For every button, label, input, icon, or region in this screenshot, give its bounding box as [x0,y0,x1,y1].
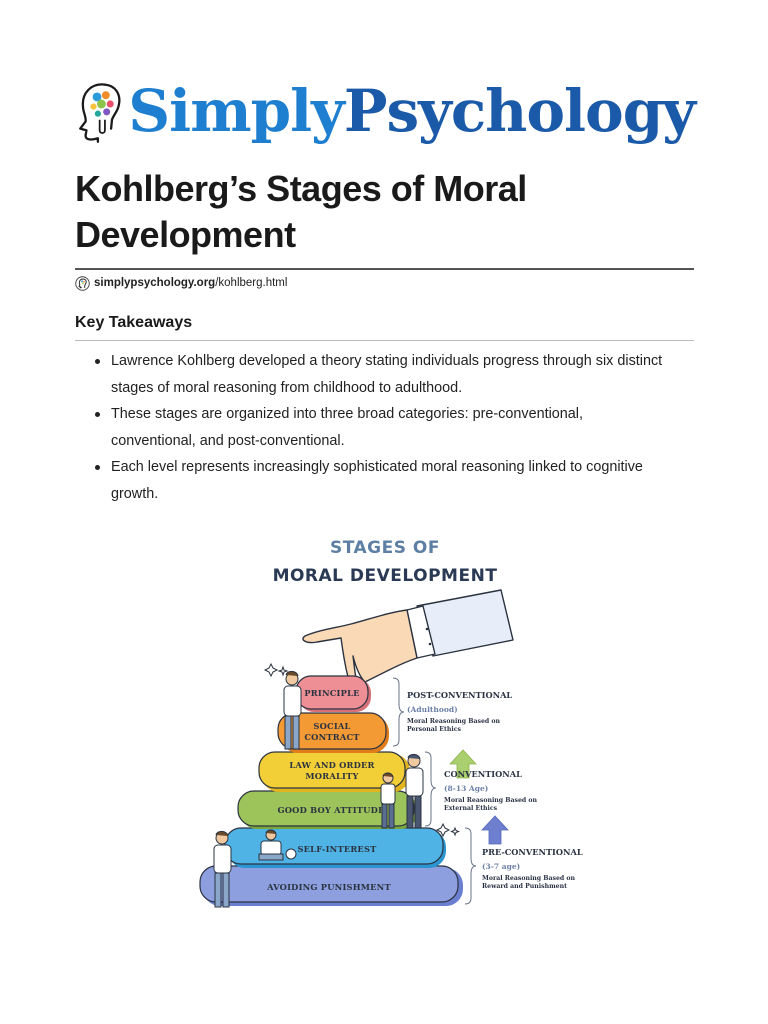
level-title-post-conventional: POST-CONVENTIONAL [407,690,512,700]
level-pre-conventional: PRE-CONVENTIONAL (3-7 age) Moral Reasoni… [482,847,583,890]
list-item: Each level represents increasingly sophi… [95,454,701,507]
stage-label-social-contract-line1: SOCIAL [313,721,350,731]
takeaway-3-line1: Each level represents increasingly sophi… [111,459,643,475]
level-post-conventional: POST-CONVENTIONAL (Adulthood) Moral Reas… [407,690,512,733]
upward-arrow-lower-icon [481,815,509,845]
person-figure-middle-child [380,772,396,829]
level-desc-conventional-line1: Moral Reasoning Based on [444,797,538,804]
stage-layer-good-boy-attitude: GOOD BOY ATTITUDE [237,790,417,829]
person-figure-middle-adult [405,753,424,829]
level-age-pre-conventional: (3-7 age) [482,862,520,871]
takeaway-2-line1: These stages are organized into three br… [111,406,583,422]
stage-layer-avoiding-punishment: AVOIDING PUNISHMENT [199,865,463,906]
source-path: /kohlberg.html [215,277,288,289]
person-figure-bottom-child [258,829,297,861]
stage-layer-self-interest: SELF-INTEREST [224,827,446,868]
level-desc-conventional-line2: External Ethics [444,805,498,812]
infographic-graphic: AVOIDING PUNISHMENT SELF-INTEREST GOOD B… [199,589,583,908]
takeaway-2-line2: conventional, and post-conventional. [111,432,345,449]
brace-pre-conventional [464,827,477,905]
takeaway-1-line2: stages of moral reasoning from childhood… [111,379,463,396]
takeaway-1-line1: Lawrence Kohlberg developed a theory sta… [111,353,663,369]
level-desc-post-conventional-line1: Moral Reasoning Based on [407,718,501,725]
stage-label-avoiding-punishment: AVOIDING PUNISHMENT [266,882,391,892]
infographic-title-line1: STAGES OF [330,538,440,558]
moral-development-infographic: STAGES OF MORAL DEVELOPMENT AVOIDING PUN… [195,532,585,912]
simplypsychology-logo[interactable]: SimplyPsychology [75,70,696,152]
level-braces [392,677,477,905]
level-age-post-conventional: (Adulthood) [407,705,458,714]
logo-word-simply: Simply [128,77,345,145]
stage-label-good-boy-attitude: GOOD BOY ATTITUDE [277,805,384,815]
brace-post-conventional [392,677,405,747]
key-takeaways-divider [75,340,694,341]
stage-label-principle: PRINCIPLE [304,688,359,698]
logo-word-psychology: Psychology [343,77,696,145]
stage-layer-principle: PRINCIPLE [295,675,371,712]
upward-arrow-upper-icon [449,749,477,779]
person-figure-top [283,670,302,750]
takeaway-3-line2: growth. [111,485,159,502]
level-desc-pre-conventional-line1: Moral Reasoning Based on [482,875,576,882]
level-desc-post-conventional-line2: Personal Ethics [407,726,461,733]
page-title-line2: Development [75,214,296,255]
page-title-line1: Kohlberg’s Stages of Moral [75,168,527,209]
stage-label-social-contract-line2: CONTRACT [304,732,360,742]
level-age-conventional: (8-13 Age) [444,784,488,793]
brain-head-icon [79,83,121,143]
stage-label-self-interest: SELF-INTEREST [297,844,377,854]
key-takeaways-list: Lawrence Kohlberg developed a theory sta… [95,348,701,507]
source-link[interactable]: simplypsychology.org/kohlberg.html [75,274,287,292]
stage-label-law-and-order-line1: LAW AND ORDER [289,760,374,770]
infographic-title-line2: MORAL DEVELOPMENT [272,566,498,586]
page-title: Kohlberg’s Stages of Moral Development [75,166,695,258]
level-title-pre-conventional: PRE-CONVENTIONAL [482,847,583,857]
list-item: Lawrence Kohlberg developed a theory sta… [95,348,701,401]
stage-layer-law-and-order: LAW AND ORDER MORALITY [258,751,410,792]
key-takeaways-heading: Key Takeaways [75,314,193,331]
list-item: These stages are organized into three br… [95,401,701,454]
level-title-conventional: CONVENTIONAL [444,769,522,779]
level-conventional: CONVENTIONAL (8-13 Age) Moral Reasoning … [444,769,538,812]
hand-illustration [302,589,514,683]
site-favicon-icon [75,275,90,291]
stage-label-law-and-order-line2: MORALITY [305,771,358,781]
title-divider [75,268,694,270]
brace-conventional [424,751,437,827]
stage-layer-social-contract: SOCIAL CONTRACT [277,712,389,753]
person-figure-bottom-adult [213,830,232,908]
source-domain: simplypsychology.org [94,277,216,289]
level-desc-pre-conventional-line2: Reward and Punishment [482,883,567,890]
